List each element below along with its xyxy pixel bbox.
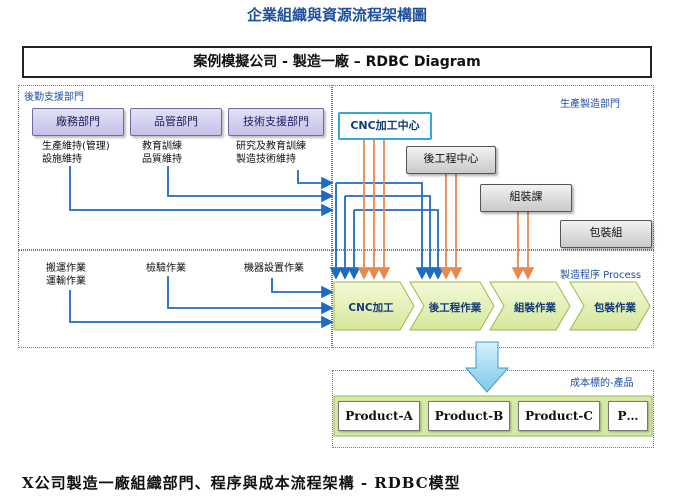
link-tech-cnc	[297, 170, 334, 190]
assembly-box[interactable]: 組裝課	[480, 184, 572, 212]
dept-facility-notes: 生產維持(管理) 設施維持	[42, 140, 110, 166]
task-line: 檢驗作業	[146, 263, 186, 274]
note-line: 生產維持(管理)	[42, 141, 110, 152]
support-zone-top	[18, 85, 332, 250]
task-line: 運輸作業	[46, 276, 86, 287]
link-post-1	[336, 182, 429, 280]
link-facility-cnc	[69, 166, 334, 217]
process-step-assembly[interactable]: 組裝作業	[514, 302, 556, 314]
process-step-packing[interactable]: 包裝作業	[594, 302, 636, 314]
link-quality-cnc	[167, 166, 334, 203]
dept-quality-box[interactable]: 品管部門	[130, 108, 222, 136]
link-setup-cnc	[271, 278, 334, 299]
task-inspection: 檢驗作業	[146, 262, 186, 275]
note-line: 設施維持	[42, 154, 82, 165]
cost-zone-label: 成本標的-產品	[570, 378, 634, 389]
process-zone-label: 製造程序 Process	[560, 270, 642, 281]
note-line: 品質維持	[142, 154, 182, 165]
product-b-box[interactable]: Product-B	[428, 401, 510, 431]
process-chevron-3	[489, 281, 571, 331]
process-step-post[interactable]: 後工程作業	[428, 302, 482, 314]
process-step-cnc[interactable]: CNC加工	[348, 302, 394, 314]
link-post-3	[354, 209, 445, 280]
process-chevron-4	[569, 281, 651, 331]
link-post-2	[345, 195, 437, 280]
process-chevron-1	[333, 281, 415, 331]
note-line: 教育訓練	[142, 141, 182, 152]
product-more-box[interactable]: P…	[608, 401, 648, 431]
task-line: 機器設置作業	[244, 263, 304, 274]
production-zone-label: 生產製造部門	[560, 99, 620, 110]
packing-box[interactable]: 包裝組	[560, 220, 652, 248]
banner-title: 案例模擬公司 - 製造一廠 – RDBC Diagram	[22, 46, 652, 78]
cnc-center-box[interactable]: CNC加工中心	[338, 112, 432, 140]
process-chevron-2	[409, 281, 495, 331]
dept-tech-notes: 研究及教育訓練 製造技術維持	[236, 140, 306, 166]
note-line: 製造技術維持	[236, 154, 296, 165]
caption: X公司製造一廠組織部門、程序與成本流程架構 - RDBC模型	[22, 474, 461, 492]
link-transport-cnc	[69, 290, 334, 329]
support-zone-bottom	[18, 250, 332, 348]
support-zone-label: 後勤支援部門	[24, 92, 84, 103]
dept-quality-notes: 教育訓練 品質維持	[142, 140, 182, 166]
product-c-box[interactable]: Product-C	[518, 401, 600, 431]
product-a-box[interactable]: Product-A	[338, 401, 420, 431]
link-inspect-cnc	[167, 276, 334, 315]
task-setup: 機器設置作業	[244, 262, 304, 275]
note-line: 研究及教育訓練	[236, 141, 306, 152]
down-arrow-icon	[464, 341, 510, 393]
dept-facility-box[interactable]: 廠務部門	[32, 108, 124, 136]
post-center-box[interactable]: 後工程中心	[406, 146, 496, 174]
task-transport: 搬運作業 運輸作業	[46, 262, 86, 288]
dept-tech-box[interactable]: 技術支援部門	[228, 108, 324, 136]
production-zone	[332, 85, 654, 250]
diagram-title: 企業組織與資源流程架構圖	[246, 6, 427, 24]
task-line: 搬運作業	[46, 263, 86, 274]
